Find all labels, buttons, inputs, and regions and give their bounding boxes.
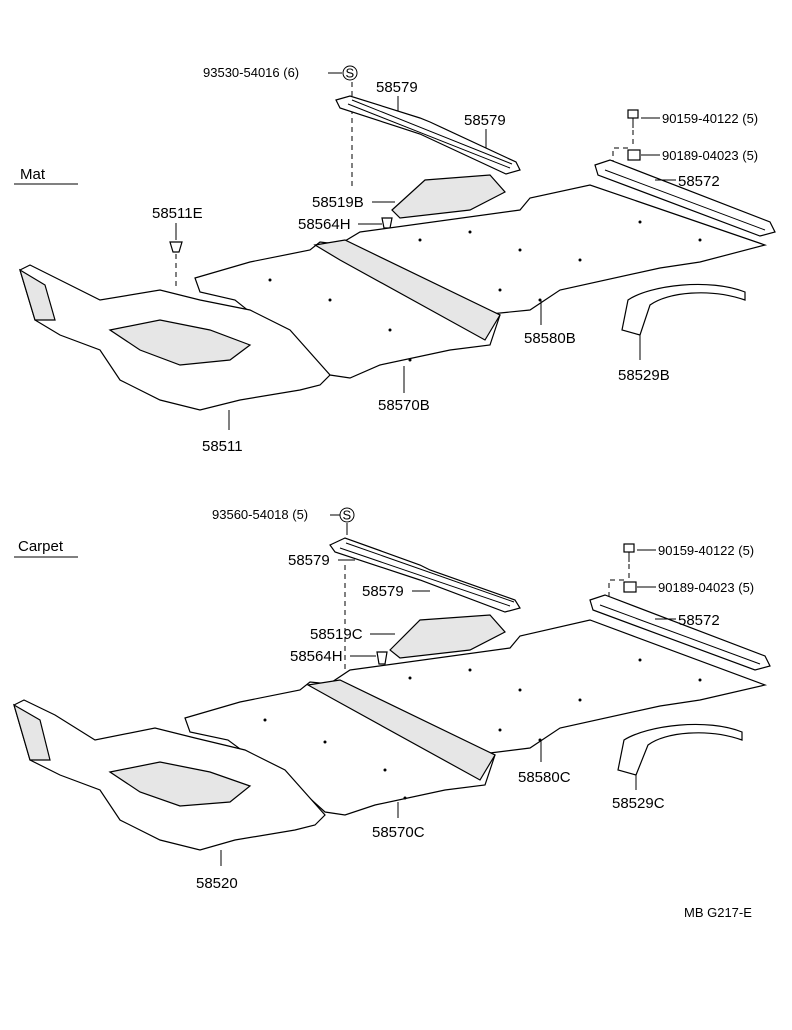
carpet-sill-label: 58572 <box>678 612 720 629</box>
carpet-sill-part <box>589 594 771 671</box>
mat-plug-icon <box>381 217 393 229</box>
mat-rail-label-1: 58579 <box>376 79 418 96</box>
carpet-wheel-house-part <box>617 723 743 776</box>
mat-plug-label: 58564H <box>298 216 351 233</box>
mat-section-title: Mat <box>20 166 46 183</box>
mat-clip-icon <box>627 149 641 161</box>
carpet-clip-icon <box>623 581 637 593</box>
mat-wheel-house-label: 58529B <box>618 367 670 384</box>
carpet-center-floor-label: 58570C <box>372 824 425 841</box>
carpet-plug-label: 58564H <box>290 648 343 665</box>
carpet-front-floor-part <box>13 699 326 851</box>
mat-front-floor-label: 58511 <box>202 438 243 455</box>
carpet-cover-label: 58519C <box>310 626 363 643</box>
carpet-bolt-label: 90159-40122 (5) <box>658 543 754 558</box>
mat-sill-part <box>594 159 776 237</box>
mat-sill-label: 58572 <box>678 173 720 190</box>
mat-clip-part-label: 58511E <box>152 205 203 222</box>
carpet-section: Carpet 93560-54018 (5) S 58579 58579 901… <box>13 507 771 892</box>
mat-front-floor-part <box>18 264 331 411</box>
carpet-front-floor-label: 58520 <box>196 875 238 892</box>
mat-clip-part-icon <box>169 241 183 253</box>
carpet-rail-part <box>329 537 521 613</box>
mat-rear-floor-label: 58580B <box>524 330 576 347</box>
mat-bolt-label: 90159-40122 (5) <box>662 111 758 126</box>
carpet-plug-icon <box>376 651 388 665</box>
carpet-wheel-house-label: 58529C <box>612 795 665 812</box>
carpet-rail-label-1: 58579 <box>288 552 330 569</box>
carpet-screw-label: 93560-54018 (5) <box>212 507 308 522</box>
mat-rail-label-2: 58579 <box>464 112 506 129</box>
carpet-rail-label-2: 58579 <box>362 583 404 600</box>
carpet-center-floor-part <box>184 679 496 816</box>
carpet-section-title: Carpet <box>18 538 64 555</box>
mat-section: Mat 93530-54016 (6) S 58579 58579 90159-… <box>14 65 776 455</box>
carpet-s-symbol: S <box>343 508 352 523</box>
carpet-cover-part <box>389 614 506 659</box>
mat-bolt-icon <box>627 109 639 128</box>
mat-clip-label: 90189-04023 (5) <box>662 148 758 163</box>
carpet-clip-label: 90189-04023 (5) <box>658 580 754 595</box>
mat-rail-part <box>335 95 521 175</box>
mat-cover-label: 58519B <box>312 194 364 211</box>
carpet-s-symbol-icon <box>339 507 355 523</box>
carpet-rear-floor-label: 58580C <box>518 769 571 786</box>
mat-screw-label: 93530-54016 (6) <box>203 65 299 80</box>
mat-center-floor-part <box>194 239 501 379</box>
mat-wheel-house-part <box>621 283 746 336</box>
mat-s-symbol: S <box>346 66 355 81</box>
mat-center-floor-label: 58570B <box>378 397 430 414</box>
mat-s-symbol-icon <box>342 65 358 81</box>
carpet-bolt-icon <box>623 543 635 562</box>
mat-cover-part <box>391 174 506 219</box>
figure-code: MB G217-E <box>684 905 752 920</box>
